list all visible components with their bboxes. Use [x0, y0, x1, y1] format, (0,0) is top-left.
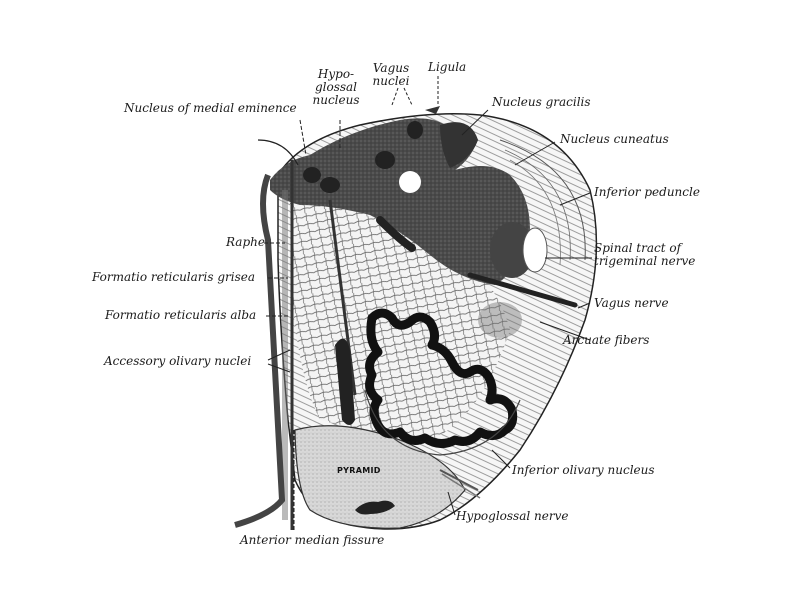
label-raphe: Raphe — [226, 235, 265, 249]
label-nucleus-cuneatus: Nucleus cuneatus — [560, 132, 669, 146]
label-ligula: Ligula — [428, 60, 467, 74]
label-formatio-reticularis-grisea: Formatio reticularis grisea — [92, 270, 256, 284]
label-vagus-nuclei: Vagus nuclei — [372, 61, 410, 88]
accessory-olive-medial — [335, 338, 355, 425]
left-rim — [234, 173, 286, 528]
inferior-olivary-nucleus — [365, 308, 518, 448]
label-arcuate-fibers: Arcuate fibers — [563, 333, 650, 347]
pyramid-dark-spot — [355, 500, 395, 515]
label-hypoglossal-nerve: Hypoglossal nerve — [456, 509, 569, 523]
label-spinal-tract-trigeminal: Spinal tract of trigeminal nerve — [594, 241, 696, 268]
label-vagus-nerve: Vagus nerve — [594, 296, 669, 310]
spinal-trigeminal-nucleus — [490, 222, 534, 278]
label-inferior-olivary-nucleus: Inferior olivary nucleus — [512, 463, 655, 477]
spinal-tract-hollow — [522, 227, 548, 273]
dorsal-gray-matter — [270, 118, 530, 285]
label-nucleus-medial-eminence: Nucleus of medial eminence — [124, 101, 297, 115]
label-anterior-median-fissure: Anterior median fissure — [240, 533, 385, 547]
pyramid-label: PYRAMID — [337, 466, 381, 475]
vagus-nerve-root — [467, 272, 578, 308]
label-nucleus-gracilis: Nucleus gracilis — [492, 95, 591, 109]
label-formatio-reticularis-alba: Formatio reticularis alba — [105, 308, 257, 322]
ligula-tip — [425, 106, 440, 114]
label-hypoglossal-nucleus: Hypo- glossal nucleus — [312, 67, 360, 107]
leader-lines — [264, 76, 592, 530]
nucleus-gracilis-shape — [440, 122, 478, 168]
label-inferior-peduncle: Inferior peduncle — [594, 185, 700, 199]
label-accessory-olivary-nuclei: Accessory olivary nuclei — [104, 354, 252, 368]
solitary-tract — [399, 171, 421, 193]
